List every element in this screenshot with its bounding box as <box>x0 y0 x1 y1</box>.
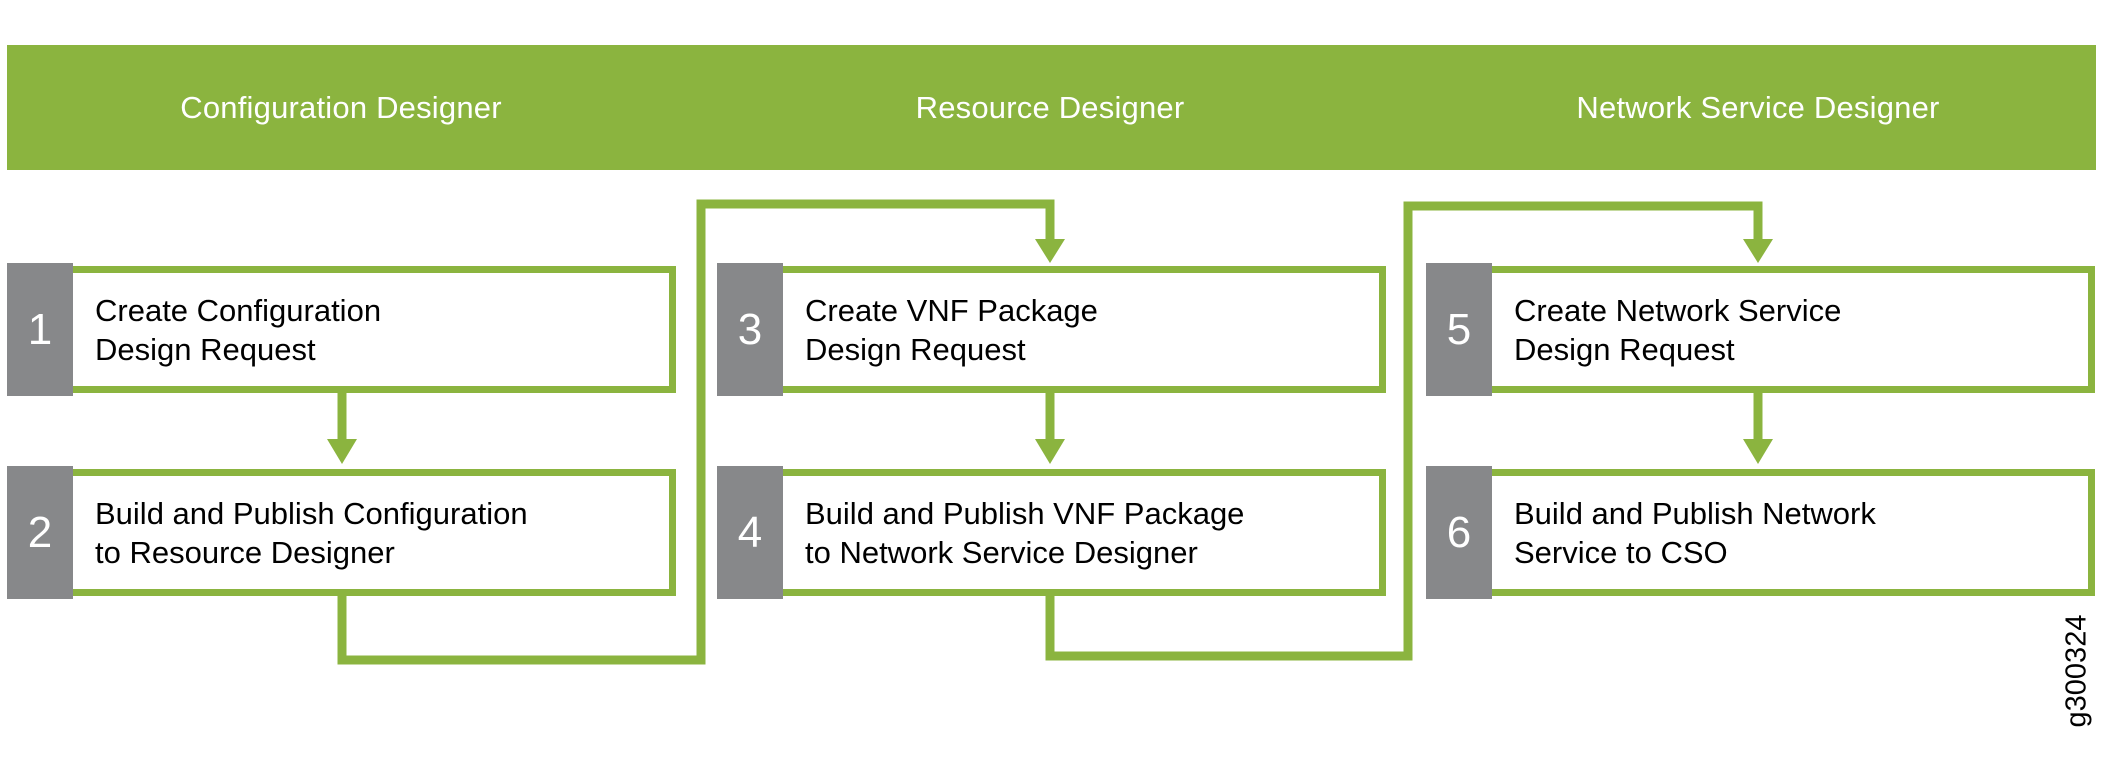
step-box-1: 1 Create Configuration Design Request <box>7 263 676 396</box>
step-label-line1: Build and Publish Network <box>1514 495 1876 531</box>
arrow-step3-to-step4 <box>1035 392 1065 464</box>
step-label-line2: Service to CSO <box>1514 534 1728 570</box>
step-label-line1: Create VNF Package <box>805 292 1098 328</box>
lane-title-network-service-designer: Network Service Designer <box>1576 89 1940 125</box>
step-box-5: 5 Create Network Service Design Request <box>1426 263 2095 396</box>
step-label: Create VNF Package Design Request <box>805 273 1371 386</box>
lane-title-resource-designer: Resource Designer <box>915 89 1185 125</box>
step-label-line2: Design Request <box>805 331 1026 367</box>
step-number-badge: 5 <box>1426 263 1492 396</box>
step-label-line1: Create Network Service <box>1514 292 1842 328</box>
step-box-2: 2 Build and Publish Configuration to Res… <box>7 466 676 599</box>
step-label-line2: Design Request <box>95 331 316 367</box>
step-number-badge: 1 <box>7 263 73 396</box>
step-number-badge: 3 <box>717 263 783 396</box>
arrow-step1-to-step2 <box>327 392 357 464</box>
step-label-line2: Design Request <box>1514 331 1735 367</box>
step-label: Build and Publish Network Service to CSO <box>1514 476 2080 589</box>
step-box-4: 4 Build and Publish VNF Package to Netwo… <box>717 466 1386 599</box>
arrow-step2-to-step3 <box>337 199 1065 665</box>
step-label-line2: to Resource Designer <box>95 534 395 570</box>
step-label-line1: Create Configuration <box>95 292 382 328</box>
step-number-badge: 4 <box>717 466 783 599</box>
step-box-6: 6 Build and Publish Network Service to C… <box>1426 466 2095 599</box>
lane-title-configuration-designer: Configuration Designer <box>180 89 502 125</box>
arrow-step4-to-step5 <box>1045 201 1773 661</box>
step-label: Build and Publish Configuration to Resou… <box>95 476 661 589</box>
step-label-line2: to Network Service Designer <box>805 534 1198 570</box>
step-label-line1: Build and Publish Configuration <box>95 495 528 531</box>
step-label-line1: Build and Publish VNF Package <box>805 495 1245 531</box>
step-number-badge: 6 <box>1426 466 1492 599</box>
header-band: Configuration Designer Resource Designer… <box>7 45 2096 170</box>
step-label: Create Configuration Design Request <box>95 273 661 386</box>
step-label: Build and Publish VNF Package to Network… <box>805 476 1371 589</box>
step-number-badge: 2 <box>7 466 73 599</box>
figure-id-label: g300324 <box>2060 614 2093 728</box>
step-box-3: 3 Create VNF Package Design Request <box>717 263 1386 396</box>
step-label: Create Network Service Design Request <box>1514 273 2080 386</box>
arrow-step5-to-step6 <box>1743 392 1773 464</box>
